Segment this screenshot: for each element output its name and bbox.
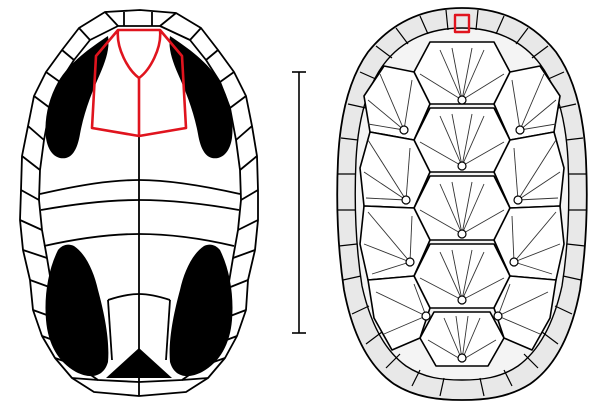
plastron-seam-anal-left [108, 300, 112, 360]
scale-bar [292, 72, 306, 333]
carapace-view [337, 8, 587, 400]
plastron-seam-anal-right [166, 300, 170, 360]
vertebral-scute-1 [414, 42, 510, 104]
plastron-right-posterior-dark-lobe [170, 245, 233, 376]
plastron-highlighted-region [92, 30, 186, 136]
plastron-seam-abdominal-lower [41, 200, 239, 210]
plastron-view [20, 10, 258, 396]
plastron-seam-abdominal-upper [40, 180, 240, 194]
